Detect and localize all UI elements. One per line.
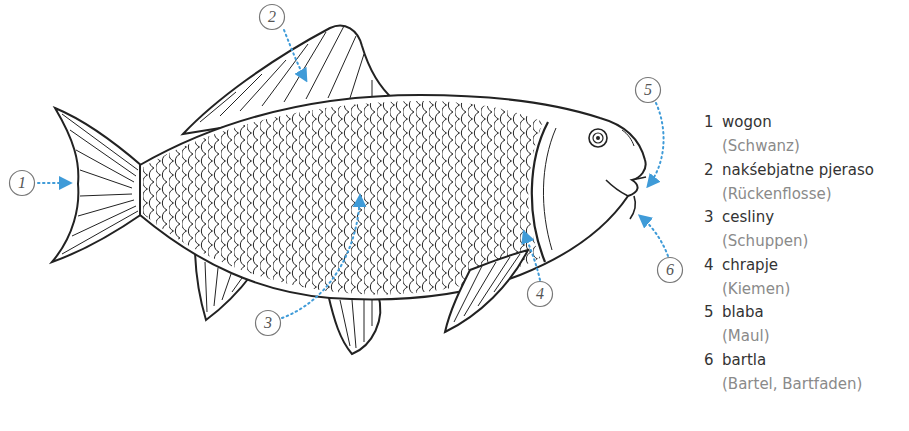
- pectoral-fin: [445, 250, 528, 332]
- part-name: bartla: [722, 351, 766, 369]
- callout-circle: 4: [526, 280, 554, 308]
- list-number: 5: [704, 303, 714, 321]
- tail-outline: [52, 108, 142, 262]
- leader-line: [524, 232, 540, 280]
- part-translation: (Bartel, Bartfaden): [722, 375, 862, 393]
- callout-number: 6: [656, 256, 684, 284]
- callout-circle: 5: [634, 76, 662, 104]
- callout-circle: 3: [254, 309, 282, 337]
- callout-circle: 6: [656, 256, 684, 284]
- callout-circle: 1: [8, 169, 36, 197]
- callout-number: 5: [634, 76, 662, 104]
- gill-cover: [532, 122, 548, 262]
- part-translation: (Rückenflosse): [722, 185, 832, 203]
- callout-number: 3: [254, 309, 282, 337]
- list-number: 3: [704, 208, 714, 226]
- leader-lines: [38, 30, 668, 318]
- pectoral-outline: [445, 250, 528, 332]
- callout-circle: 2: [258, 3, 286, 31]
- leader-line: [648, 103, 664, 186]
- eye: [589, 129, 607, 147]
- part-name: nakśebjatne pjeraso: [722, 161, 874, 179]
- fin-rays: [340, 300, 372, 348]
- gill-cover-inner: [543, 128, 556, 250]
- callout-number: 1: [8, 169, 36, 197]
- part-name: chrapje: [722, 256, 778, 274]
- part-name: cesliny: [722, 208, 774, 226]
- nostril: [622, 130, 634, 146]
- list-number: 2: [704, 161, 714, 179]
- leader-line: [284, 30, 306, 80]
- barbel: [630, 196, 635, 219]
- leader-line: [38, 182, 70, 184]
- part-translation: (Schuppen): [722, 232, 808, 250]
- leader-line: [640, 216, 668, 256]
- tail-fin: [52, 108, 142, 262]
- eye-iris: [593, 133, 603, 143]
- part-translation: (Schwanz): [722, 137, 800, 155]
- leader-line: [282, 196, 360, 318]
- callout-number: 2: [258, 3, 286, 31]
- list-number: 6: [704, 351, 714, 369]
- eye-pupil: [596, 136, 600, 140]
- mouth: [606, 177, 646, 196]
- part-translation: (Maul): [722, 327, 770, 345]
- part-name: blaba: [722, 303, 764, 321]
- list-number: 1: [704, 113, 714, 131]
- part-name: wogon: [722, 113, 772, 131]
- list-number: 4: [704, 256, 714, 274]
- callout-number: 4: [526, 280, 554, 308]
- fin-rays: [62, 114, 138, 254]
- pelvic-fin: [328, 294, 380, 354]
- fin-rays: [454, 254, 520, 322]
- part-translation: (Kiemen): [722, 280, 790, 298]
- pelvic-outline: [328, 294, 380, 354]
